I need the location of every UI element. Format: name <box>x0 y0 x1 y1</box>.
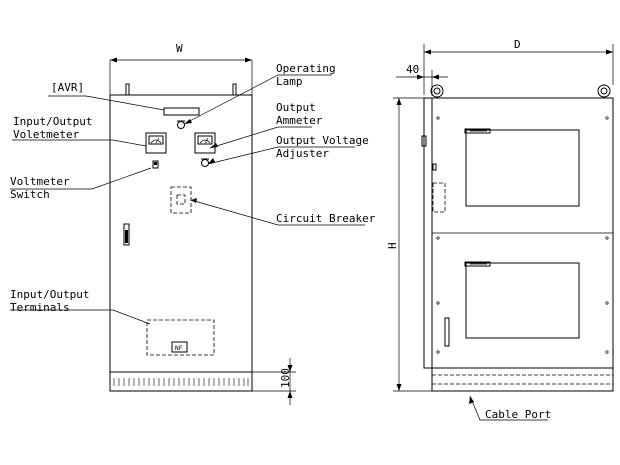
front-view: W 100 <box>10 42 376 405</box>
label-io-terminals-1: Input/Output <box>10 288 89 301</box>
voltmeter-switch-icon <box>152 160 159 169</box>
nf-tag: NF <box>175 345 183 352</box>
operating-lamp-icon <box>177 120 185 129</box>
eye-bolt-icon <box>430 84 444 98</box>
label-avr: [AVR] <box>51 81 84 94</box>
label-operating-lamp-1: Operating <box>276 62 336 75</box>
circuit-breaker-icon <box>170 186 192 214</box>
dim-depth-label: D <box>514 38 521 51</box>
label-voltmeter-switch-2: Switch <box>10 188 50 201</box>
side-base <box>431 367 614 392</box>
label-io-voltmeter-1: Input/Output <box>13 115 92 128</box>
front-cabinet-body <box>109 94 253 373</box>
terminal-box <box>146 319 215 356</box>
label-operating-lamp-2: Lamp <box>276 75 303 88</box>
voltage-adjuster-knob-icon <box>201 158 209 167</box>
dim-base-label: 100 <box>279 368 292 388</box>
label-circuit-breaker: Circuit Breaker <box>276 212 376 225</box>
label-output-voltage-adjuster-1: Output Voltage <box>276 134 369 147</box>
lower-vent-panel <box>464 261 580 339</box>
ammeter-icon <box>194 132 216 154</box>
front-base <box>109 371 253 392</box>
label-output-ammeter-1: Output <box>276 101 316 114</box>
dim-height-label: H <box>386 242 399 249</box>
label-io-voltmeter-2: Voletmeter <box>13 128 80 141</box>
voltmeter-icon <box>145 132 167 154</box>
upper-vent-panel <box>464 128 580 207</box>
side-view: D 40 <box>386 38 614 421</box>
label-output-ammeter-2: Ammeter <box>276 114 323 127</box>
eye-bolt-icon <box>597 84 611 98</box>
label-output-voltage-adjuster-2: Adjuster <box>276 147 329 160</box>
label-io-terminals-2: Terminals <box>10 301 70 314</box>
dim-offset-label: 40 <box>406 63 419 76</box>
avr-plate <box>163 107 200 116</box>
door-handle <box>123 223 130 246</box>
dim-width-label: W <box>176 42 183 55</box>
label-cable-port: Cable Port <box>485 408 551 421</box>
label-voltmeter-switch-1: Voltmeter <box>10 175 70 188</box>
